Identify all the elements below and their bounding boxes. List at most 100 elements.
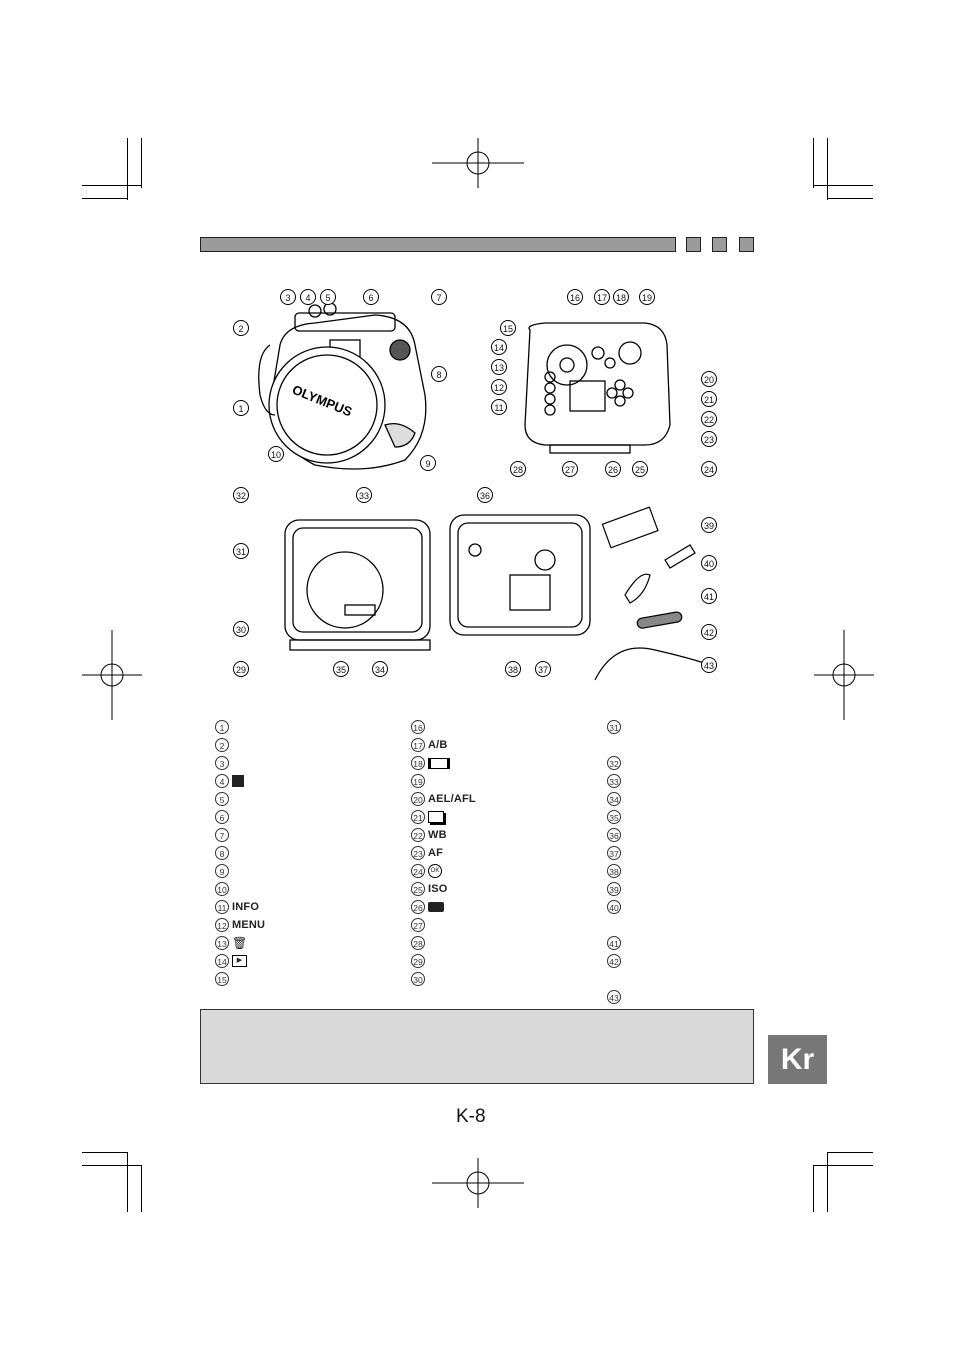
callout-41: 41: [701, 588, 717, 604]
callout-9: 9: [420, 455, 436, 471]
legend-item-41: 41: [607, 936, 624, 950]
housing-open-front-view: [284, 519, 431, 651]
callout-2: 2: [233, 320, 249, 336]
header-square-1: [686, 237, 701, 252]
legend-item-8: 8: [215, 846, 232, 860]
language-tab: Kr: [768, 1035, 827, 1084]
callout-15: 15: [500, 320, 516, 336]
legend-item-13: 13🗑: [215, 936, 247, 950]
ok-icon: OK: [428, 864, 442, 878]
callout-26: 26: [605, 461, 621, 477]
legend-item-36: 36: [607, 828, 624, 842]
legend-item-37: 37: [607, 846, 624, 860]
playback-icon: ▶: [232, 955, 247, 967]
legend-item-38: 38: [607, 864, 624, 878]
legend-item-21: 21: [411, 810, 444, 824]
callout-31: 31: [233, 543, 249, 559]
legend-item-26: 26: [411, 900, 444, 914]
live-view-icon: [428, 757, 450, 769]
callout-27: 27: [562, 461, 578, 477]
callout-42: 42: [701, 624, 717, 640]
callout-29: 29: [233, 661, 249, 677]
legend-item-30: 30: [411, 972, 428, 986]
legend-item-14: 14▶: [215, 954, 247, 968]
callout-35: 35: [333, 661, 349, 677]
callout-17: 17: [594, 289, 610, 305]
legend-item-4: 4: [215, 774, 244, 788]
callout-43: 43: [701, 657, 717, 673]
callout-21: 21: [701, 391, 717, 407]
registration-mark-bottom: [432, 1158, 524, 1208]
callout-33: 33: [356, 487, 372, 503]
callout-28: 28: [510, 461, 526, 477]
exposure-compensation-icon: [232, 775, 244, 787]
metering-icon: [428, 902, 444, 912]
legend-item-10: 10: [215, 882, 232, 896]
legend-item-28: 28: [411, 936, 428, 950]
page-number: K-8: [456, 1106, 486, 1127]
callout-11: 11: [491, 399, 507, 415]
callout-25: 25: [632, 461, 648, 477]
header-square-2: [712, 237, 727, 252]
callout-3: 3: [280, 289, 296, 305]
callout-32: 32: [233, 487, 249, 503]
legend-item-40: 40: [607, 900, 624, 914]
callout-10: 10: [268, 446, 284, 462]
housing-open-back-view: [449, 514, 591, 636]
legend-item-29: 29: [411, 954, 428, 968]
legend-item-42: 42: [607, 954, 624, 968]
note-box: [200, 1009, 754, 1084]
registration-mark-top: [432, 138, 524, 188]
callout-40: 40: [701, 555, 717, 571]
housing-front-view: [258, 302, 427, 470]
legend-item-27: 27: [411, 918, 428, 932]
callout-18: 18: [613, 289, 629, 305]
legend-item-33: 33: [607, 774, 624, 788]
callout-30: 30: [233, 621, 249, 637]
legend-item-1: 1: [215, 720, 232, 734]
legend-item-5: 5: [215, 792, 232, 806]
erase-icon: 🗑: [232, 936, 248, 950]
legend-item-6: 6: [215, 810, 232, 824]
legend-item-35: 35: [607, 810, 624, 824]
housing-back-view: [524, 322, 671, 454]
callout-23: 23: [701, 431, 717, 447]
legend-item-34: 34: [607, 792, 624, 806]
callout-19: 19: [639, 289, 655, 305]
legend-item-43: 43: [607, 990, 624, 1004]
callout-20: 20: [701, 371, 717, 387]
callout-7: 7: [431, 289, 447, 305]
legend-item-7: 7: [215, 828, 232, 842]
legend-item-32: 32: [607, 756, 624, 770]
callout-6: 6: [363, 289, 379, 305]
drive-mode-icon: [428, 811, 444, 823]
legend-item-2: 2: [215, 738, 232, 752]
callout-12: 12: [491, 379, 507, 395]
callout-34: 34: [372, 661, 388, 677]
housing-parts-figure: OLYMPUS: [258, 302, 711, 681]
legend-item-18: 18: [411, 756, 450, 770]
callout-16: 16: [567, 289, 583, 305]
callout-37: 37: [535, 661, 551, 677]
callout-38: 38: [505, 661, 521, 677]
callout-8: 8: [431, 366, 447, 382]
callout-4: 4: [300, 289, 316, 305]
legend-item-16: 16: [411, 720, 428, 734]
callout-13: 13: [491, 359, 507, 375]
registration-mark-right: [814, 630, 874, 720]
callout-36: 36: [477, 487, 493, 503]
legend-item-15: 15: [215, 972, 232, 986]
header-square-3: [739, 237, 754, 252]
callout-14: 14: [491, 339, 507, 355]
legend-item-9: 9: [215, 864, 232, 878]
callout-1: 1: [233, 400, 249, 416]
callout-24: 24: [701, 461, 717, 477]
section-title-bar: [200, 237, 676, 252]
